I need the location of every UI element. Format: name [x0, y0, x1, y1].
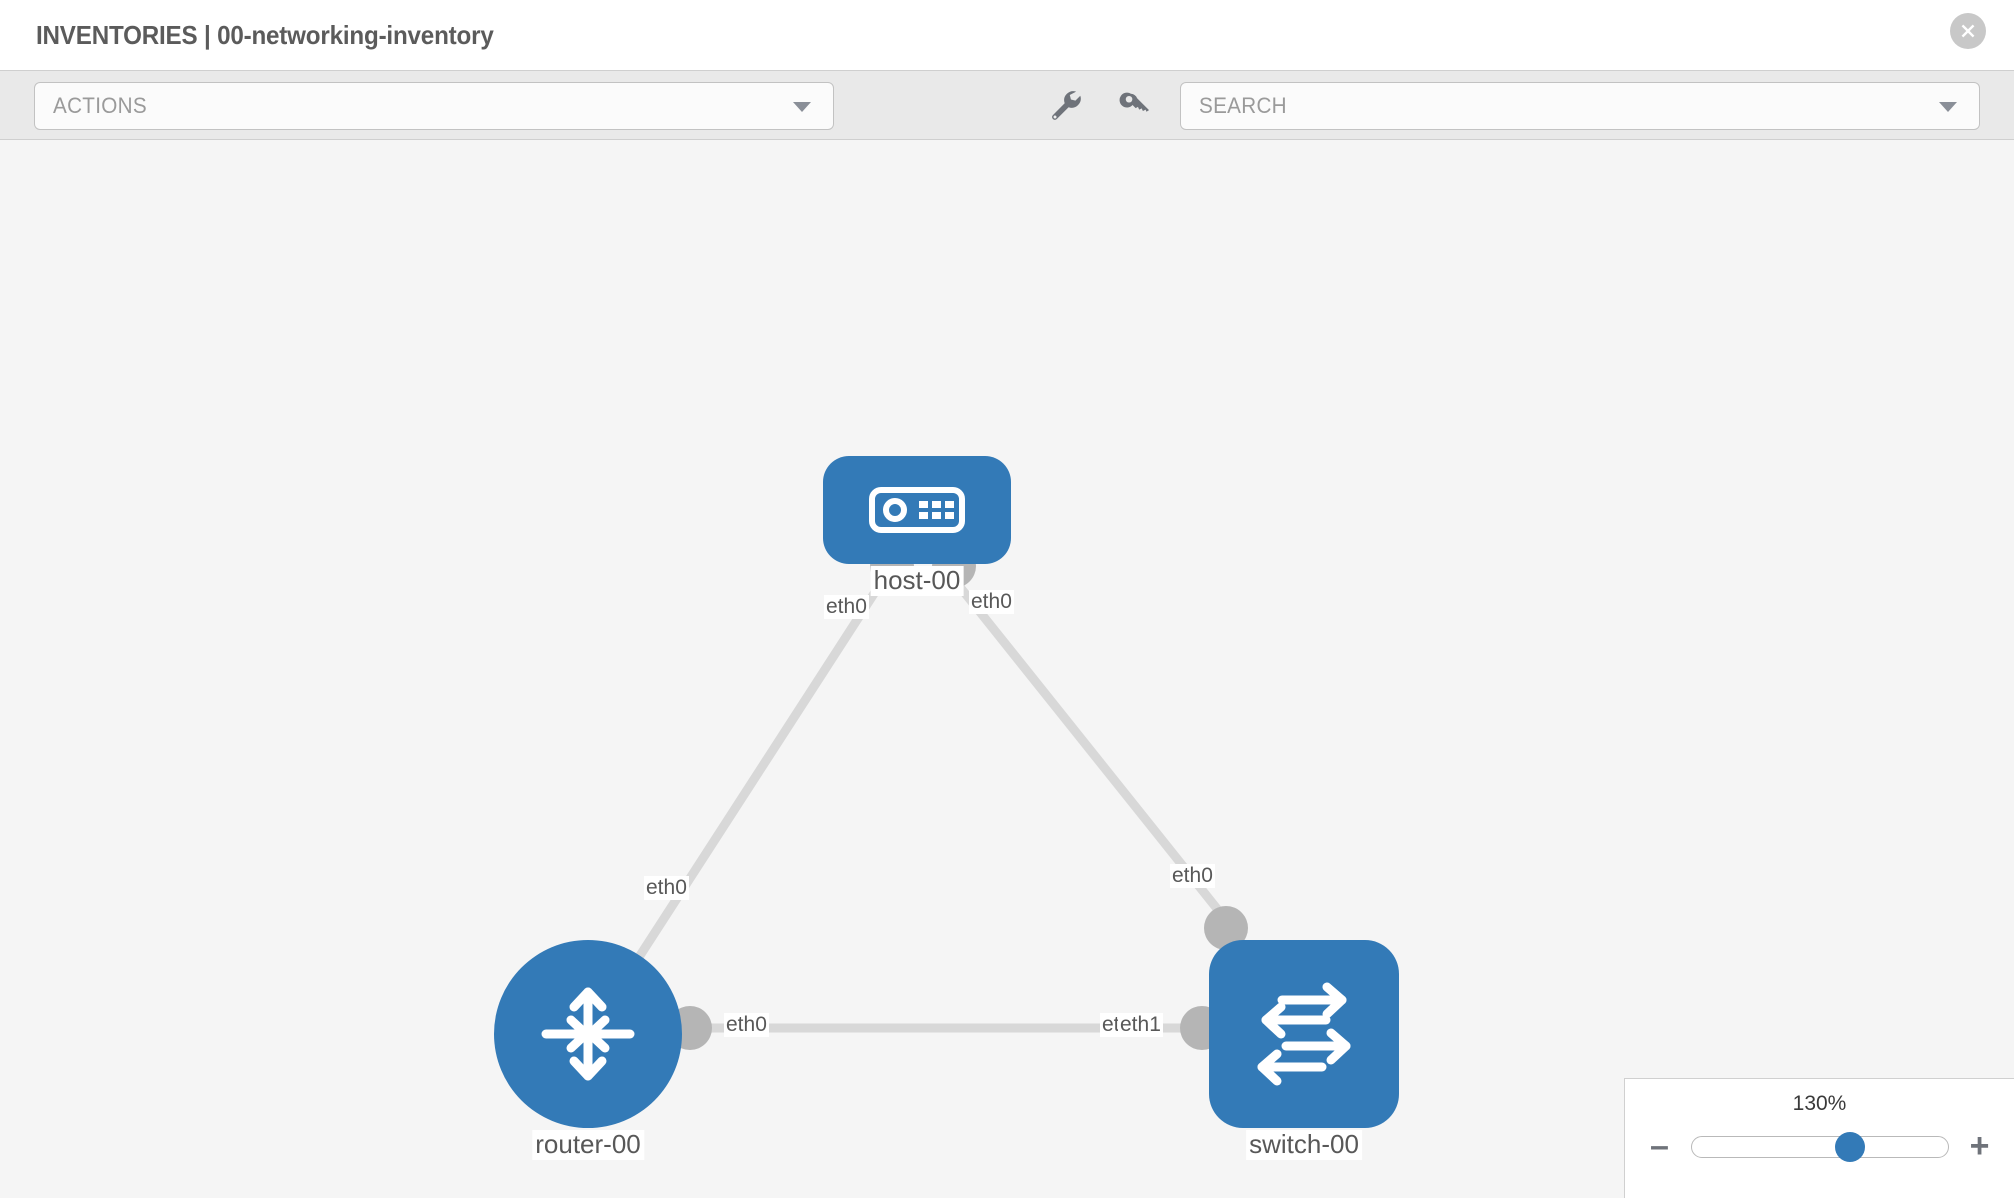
edge-label-switch-left: eth1 [1118, 1013, 1163, 1038]
edge-label-router-up: eth0 [644, 876, 689, 901]
search-input[interactable]: SEARCH [1180, 82, 1980, 130]
link-host-router [606, 569, 892, 1005]
zoom-slider-track[interactable] [1690, 1131, 1949, 1162]
search-placeholder: SEARCH [1199, 93, 1287, 118]
node-router-00-label: router-00 [532, 1129, 644, 1160]
topology-links [606, 569, 1246, 1033]
switch-arrows-icon [1257, 982, 1351, 1086]
close-icon [1961, 24, 1975, 38]
edge-label-host-right: eth0 [969, 590, 1014, 615]
node-host-00-label: host-00 [870, 565, 964, 596]
wrench-icon [1052, 91, 1081, 120]
node-router-00-shape [494, 940, 682, 1128]
zoom-percent-label: 130% [1792, 1092, 1847, 1115]
zoom-slider-thumb[interactable] [1835, 1131, 1866, 1162]
actions-dropdown-label: ACTIONS [53, 93, 147, 118]
zoom-control[interactable]: 130% – + [1624, 1078, 2014, 1198]
node-switch-00-label: switch-00 [1246, 1129, 1362, 1160]
zoom-in-button[interactable]: + [1969, 1127, 1990, 1165]
node-host-00-shape [823, 456, 1011, 564]
zoom-out-button[interactable]: – [1650, 1127, 1669, 1165]
node-switch-00[interactable]: switch-00 [1209, 940, 1399, 1160]
page-title: INVENTORIES | 00-networking-inventory [36, 19, 494, 50]
node-host-00[interactable]: host-00 [823, 456, 1011, 596]
router-arrows-icon [541, 987, 635, 1081]
chevron-down-icon [1939, 102, 1957, 112]
close-button[interactable] [1950, 13, 1986, 49]
chevron-down-icon [793, 102, 811, 112]
actions-dropdown[interactable]: ACTIONS [34, 82, 834, 130]
node-switch-00-shape [1209, 940, 1399, 1128]
key-icon [1119, 92, 1150, 112]
toolbar: ACTIONS SEARCH [0, 70, 2014, 140]
node-router-00[interactable]: router-00 [494, 940, 682, 1160]
server-icon [869, 487, 965, 533]
edge-label-switch-up: eth0 [1170, 864, 1215, 889]
topology-canvas[interactable]: host-00 router-00 [0, 140, 2014, 1198]
edge-label-host-left: eth0 [824, 595, 869, 620]
edge-label-router-right: eth0 [724, 1013, 769, 1038]
page-header: INVENTORIES | 00-networking-inventory [0, 0, 2014, 70]
key-button[interactable] [1118, 88, 1152, 122]
wrench-button[interactable] [1048, 88, 1082, 122]
